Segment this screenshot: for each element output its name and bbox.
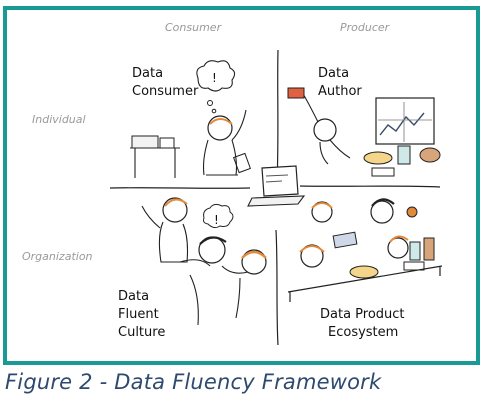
column-label-producer: Producer: [340, 21, 391, 34]
culture-person-head: [162, 197, 188, 223]
quadrant-title-line: Consumer: [132, 84, 199, 99]
column-label-consumer: Consumer: [165, 21, 223, 34]
thought-cloud-icon: [196, 60, 236, 92]
quadrant-title-line: Author: [318, 84, 362, 99]
quadrant-data-author: Data Author: [287, 66, 441, 177]
exclamation-icon: !: [212, 71, 217, 85]
quadrant-title-line: Data: [132, 66, 163, 81]
culture-person-head: [241, 249, 267, 275]
row-label-organization: Organization: [22, 250, 93, 263]
bowl-icon: [349, 265, 379, 279]
thought-cloud-icon: [203, 203, 234, 229]
ecosystem-person-head: [387, 237, 409, 259]
quadrant-title-line: Culture: [118, 325, 165, 340]
laptop-icon: [247, 165, 306, 207]
horizontal-divider: [109, 185, 441, 189]
framework-diagram: Consumer Producer Individual Organizatio…: [22, 21, 443, 346]
figure-frame: [3, 6, 480, 365]
consumer-person-head: [207, 115, 233, 141]
chart-board-icon: [375, 97, 435, 145]
quadrant-title-line: Data: [118, 289, 149, 304]
figure-caption: Figure 2 - Data Fluency Framework: [5, 370, 382, 394]
quadrant-data-fluent-culture: Data Fluent Culture !: [118, 197, 267, 340]
quadrant-data-product-ecosystem: Data Product Ecosystem: [287, 198, 443, 340]
exclamation-icon: !: [214, 213, 219, 227]
author-person-head: [313, 118, 337, 142]
desk-icon: [130, 147, 180, 178]
row-label-individual: Individual: [32, 113, 86, 126]
quadrant-title-line: Ecosystem: [328, 325, 398, 340]
quadrant-title-line: Data Product: [320, 307, 405, 322]
quadrant-data-consumer: Data Consumer !: [130, 60, 252, 178]
ecosystem-person-head: [370, 200, 394, 224]
quadrant-title-line: Fluent: [118, 307, 159, 322]
quadrant-title-line: Data: [318, 66, 349, 81]
bowl-icon: [363, 151, 393, 165]
